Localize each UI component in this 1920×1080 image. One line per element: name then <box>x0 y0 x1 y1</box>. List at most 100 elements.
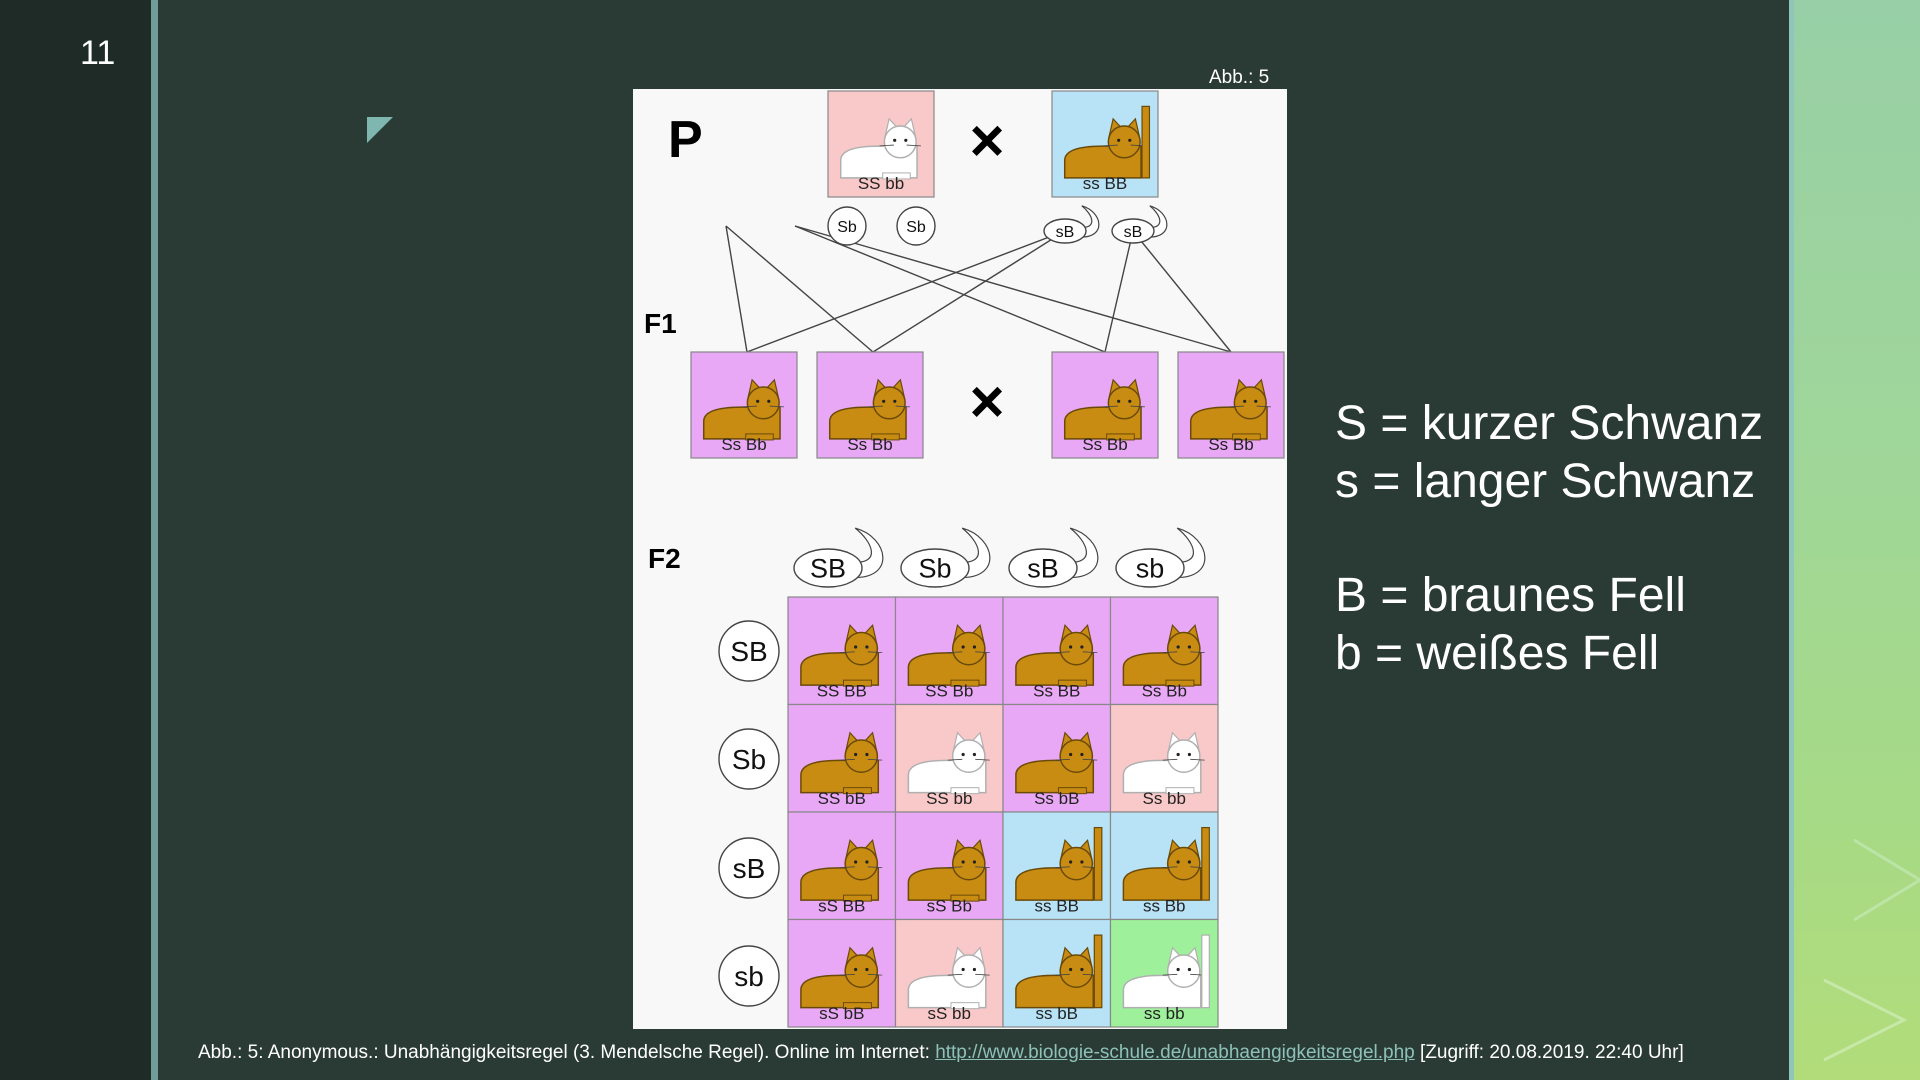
cat-eye <box>1177 968 1180 971</box>
genotype-label: sS bb <box>928 1004 971 1023</box>
genotype-label: SS bB <box>818 789 866 808</box>
f2-column-gamete-sb: sb <box>1116 528 1205 587</box>
genotype-label: SS Bb <box>925 682 973 701</box>
f2-column-gamete-SB: SB <box>794 528 883 587</box>
cat-eye <box>865 753 868 756</box>
legend-line-brown-fur: B = braunes Fell <box>1335 567 1763 625</box>
legend-line-long-tail: s = langer Schwanz <box>1335 453 1763 511</box>
genotype-label: ss bB <box>1035 1004 1078 1023</box>
cat-eye <box>962 860 965 863</box>
cat-eye <box>1117 400 1120 403</box>
genotype-label: Ss Bb <box>847 435 892 454</box>
cat-eye <box>865 860 868 863</box>
source-link[interactable]: http://www.biologie-schule.de/unabhaengi… <box>935 1042 1415 1063</box>
cat-head <box>1168 847 1200 879</box>
cat-eye <box>1128 139 1131 142</box>
f2-grid-cell: Ss BB <box>1003 597 1111 705</box>
cat-eye <box>1177 753 1180 756</box>
cat-head <box>845 955 877 987</box>
caption-access-date: [Zugriff: 20.08.2019. 22:40 Uhr] <box>1415 1042 1684 1063</box>
cat-head <box>953 847 985 879</box>
cat-head <box>845 632 877 664</box>
gamete-label: sb <box>1136 554 1165 584</box>
parent-cat-white: SS bb <box>828 91 934 197</box>
cross-line <box>1133 231 1231 352</box>
cat-head <box>1060 955 1092 987</box>
f2-grid-cell: SS BB <box>788 597 896 705</box>
cat-eye <box>854 968 857 971</box>
genotype-label: Ss Bb <box>1142 682 1187 701</box>
f2-grid-cell: SS bb <box>896 705 1004 813</box>
parent-gamete-Sb: Sb <box>828 207 866 245</box>
f2-row-gamete-sb: sb <box>719 946 779 1006</box>
cat-head <box>1234 387 1266 419</box>
cat-eye <box>1177 860 1180 863</box>
f2-grid-cell: sS BB <box>788 812 896 920</box>
gamete-label: sB <box>1056 224 1075 241</box>
cat-eye <box>893 139 896 142</box>
cat-eye <box>865 645 868 648</box>
cross-line <box>747 231 1065 352</box>
cat-eye <box>962 753 965 756</box>
cat-head <box>1108 126 1140 158</box>
cat-head <box>845 740 877 772</box>
generation-label-f2: F2 <box>648 543 681 574</box>
generation-label-p: P <box>668 111 703 169</box>
slide-number: 11 <box>80 34 115 73</box>
cat-eye <box>1069 645 1072 648</box>
gamete-label: sB <box>733 853 766 884</box>
legend-line-white-fur: b = weißes Fell <box>1335 625 1763 683</box>
left-accent-rule <box>151 0 158 1080</box>
f2-row-gamete-sB: sB <box>719 838 779 898</box>
f2-grid-cell: ss bb <box>1111 920 1219 1028</box>
cat-eye <box>973 860 976 863</box>
f2-grid-cell: SS bB <box>788 705 896 813</box>
cat-head <box>884 126 916 158</box>
cat-eye <box>1080 860 1083 863</box>
f2-grid-cell: SS Bb <box>896 597 1004 705</box>
genotype-label: ss BB <box>1035 897 1079 916</box>
cat-eye <box>1080 968 1083 971</box>
cat-eye <box>1243 400 1246 403</box>
cat-eye <box>1254 400 1257 403</box>
parent-gamete-sB: sB <box>1112 206 1167 243</box>
cat-eye <box>962 968 965 971</box>
cat-head <box>873 387 905 419</box>
genotype-label: Ss bb <box>1143 789 1186 808</box>
f2-grid-cell: Ss bB <box>1003 705 1111 813</box>
cross-lines <box>726 226 1231 352</box>
cat-eye <box>973 753 976 756</box>
cat-eye <box>1188 968 1191 971</box>
gamete-label: sB <box>1124 224 1143 241</box>
decorative-chevrons <box>1794 0 1920 1080</box>
cross-symbol: × <box>969 107 1004 174</box>
f1-cat: Ss Bb <box>817 352 923 458</box>
cross-line <box>1105 231 1133 352</box>
cat-head <box>953 632 985 664</box>
genotype-label: ss bb <box>1144 1004 1185 1023</box>
f2-column-gamete-sB: sB <box>1009 528 1098 587</box>
gamete-label: sB <box>1027 554 1059 584</box>
cat-eye <box>756 400 759 403</box>
cat-long-tail <box>1202 828 1210 901</box>
f2-grid-cell: ss bB <box>1003 920 1111 1028</box>
cat-eye <box>1069 860 1072 863</box>
cat-eye <box>904 139 907 142</box>
parent-gamete-sB: sB <box>1044 206 1099 243</box>
f1-cat: Ss Bb <box>1178 352 1284 458</box>
gamete-label: Sb <box>918 554 951 584</box>
legend-line-short-tail: S = kurzer Schwanz <box>1335 395 1763 453</box>
genotype-label: Ss bB <box>1034 789 1079 808</box>
f1-cat: Ss Bb <box>691 352 797 458</box>
gamete-label: Sb <box>906 219 926 236</box>
cat-eye <box>973 968 976 971</box>
genotype-label: SS bb <box>858 174 904 193</box>
cat-eye <box>767 400 770 403</box>
cat-eye <box>1177 645 1180 648</box>
gamete-label: Sb <box>837 219 857 236</box>
f2-grid-cell: ss BB <box>1003 812 1111 920</box>
cat-long-tail <box>1142 106 1149 178</box>
cat-eye <box>1117 139 1120 142</box>
